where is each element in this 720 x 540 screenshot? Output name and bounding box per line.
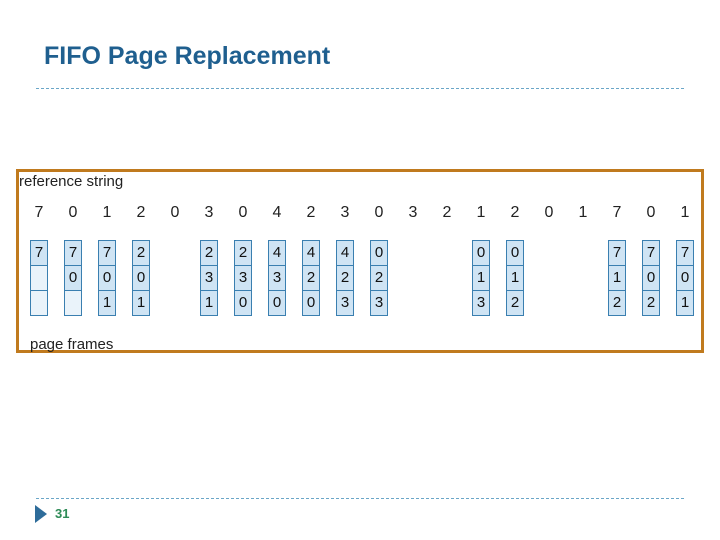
frame-cell: 1 bbox=[472, 265, 490, 291]
frame-cell: 1 bbox=[676, 290, 694, 316]
frame-cell: 0 bbox=[302, 290, 320, 316]
reference-value: 1 bbox=[680, 204, 690, 221]
frame-cell: 0 bbox=[506, 240, 524, 266]
reference-value: 2 bbox=[510, 204, 520, 221]
frame-cell: 2 bbox=[506, 290, 524, 316]
top-divider bbox=[36, 88, 684, 89]
frame-cell: 0 bbox=[642, 265, 660, 291]
frame-cell: 7 bbox=[608, 240, 626, 266]
frame-cell: 7 bbox=[676, 240, 694, 266]
page-frames-label: page frames bbox=[30, 336, 114, 353]
frame-cell: 3 bbox=[234, 265, 252, 291]
frame-cell: 0 bbox=[472, 240, 490, 266]
frame-cell: 4 bbox=[302, 240, 320, 266]
reference-value: 1 bbox=[578, 204, 588, 221]
reference-value: 3 bbox=[340, 204, 350, 221]
reference-value: 3 bbox=[204, 204, 214, 221]
frame-cell: 2 bbox=[200, 240, 218, 266]
reference-value: 0 bbox=[374, 204, 384, 221]
reference-value: 0 bbox=[238, 204, 248, 221]
frame-cell: 0 bbox=[64, 265, 82, 291]
reference-value: 2 bbox=[442, 204, 452, 221]
frame-cell: 2 bbox=[302, 265, 320, 291]
reference-value: 7 bbox=[34, 204, 44, 221]
frame-cell: 1 bbox=[132, 290, 150, 316]
reference-value: 3 bbox=[408, 204, 418, 221]
reference-value: 0 bbox=[170, 204, 180, 221]
reference-value: 4 bbox=[272, 204, 282, 221]
frame-cell: 1 bbox=[200, 290, 218, 316]
reference-value: 0 bbox=[646, 204, 656, 221]
frame-cell: 2 bbox=[234, 240, 252, 266]
reference-value: 0 bbox=[544, 204, 554, 221]
reference-value: 7 bbox=[612, 204, 622, 221]
frame-cell: 0 bbox=[234, 290, 252, 316]
frame-cell: 2 bbox=[336, 265, 354, 291]
reference-value: 0 bbox=[68, 204, 78, 221]
frame-cell: 0 bbox=[98, 265, 116, 291]
reference-string-label: reference string bbox=[19, 173, 124, 190]
frame-cell: 2 bbox=[132, 240, 150, 266]
triangle-bullet-icon bbox=[35, 505, 47, 523]
frame-cell: 1 bbox=[608, 265, 626, 291]
frame-cell: 3 bbox=[268, 265, 286, 291]
frame-cell: 3 bbox=[370, 290, 388, 316]
frame-cell: 3 bbox=[472, 290, 490, 316]
frame-cell: 7 bbox=[64, 240, 82, 266]
reference-value: 1 bbox=[102, 204, 112, 221]
bottom-divider bbox=[36, 498, 684, 499]
frame-cell: 0 bbox=[676, 265, 694, 291]
frame-cell: 2 bbox=[608, 290, 626, 316]
frame-cell: 4 bbox=[336, 240, 354, 266]
reference-value: 2 bbox=[136, 204, 146, 221]
frame-cell: 7 bbox=[98, 240, 116, 266]
reference-value: 1 bbox=[476, 204, 486, 221]
frame-cell bbox=[30, 265, 48, 291]
frame-cell: 0 bbox=[132, 265, 150, 291]
frame-cell: 0 bbox=[370, 240, 388, 266]
reference-value: 2 bbox=[306, 204, 316, 221]
frame-cell: 3 bbox=[336, 290, 354, 316]
frame-cell: 1 bbox=[506, 265, 524, 291]
frame-cell: 1 bbox=[98, 290, 116, 316]
frame-cell bbox=[30, 290, 48, 316]
page-number: 31 bbox=[55, 506, 70, 521]
frame-column: 7 bbox=[30, 240, 48, 316]
frame-cell: 4 bbox=[268, 240, 286, 266]
frame-cell: 2 bbox=[642, 290, 660, 316]
frame-cell: 3 bbox=[200, 265, 218, 291]
frame-cell bbox=[64, 290, 82, 316]
frame-cell: 7 bbox=[642, 240, 660, 266]
slide-title: FIFO Page Replacement bbox=[44, 42, 331, 70]
frame-cell: 2 bbox=[370, 265, 388, 291]
frame-cell: 0 bbox=[268, 290, 286, 316]
frame-cell: 7 bbox=[30, 240, 48, 266]
